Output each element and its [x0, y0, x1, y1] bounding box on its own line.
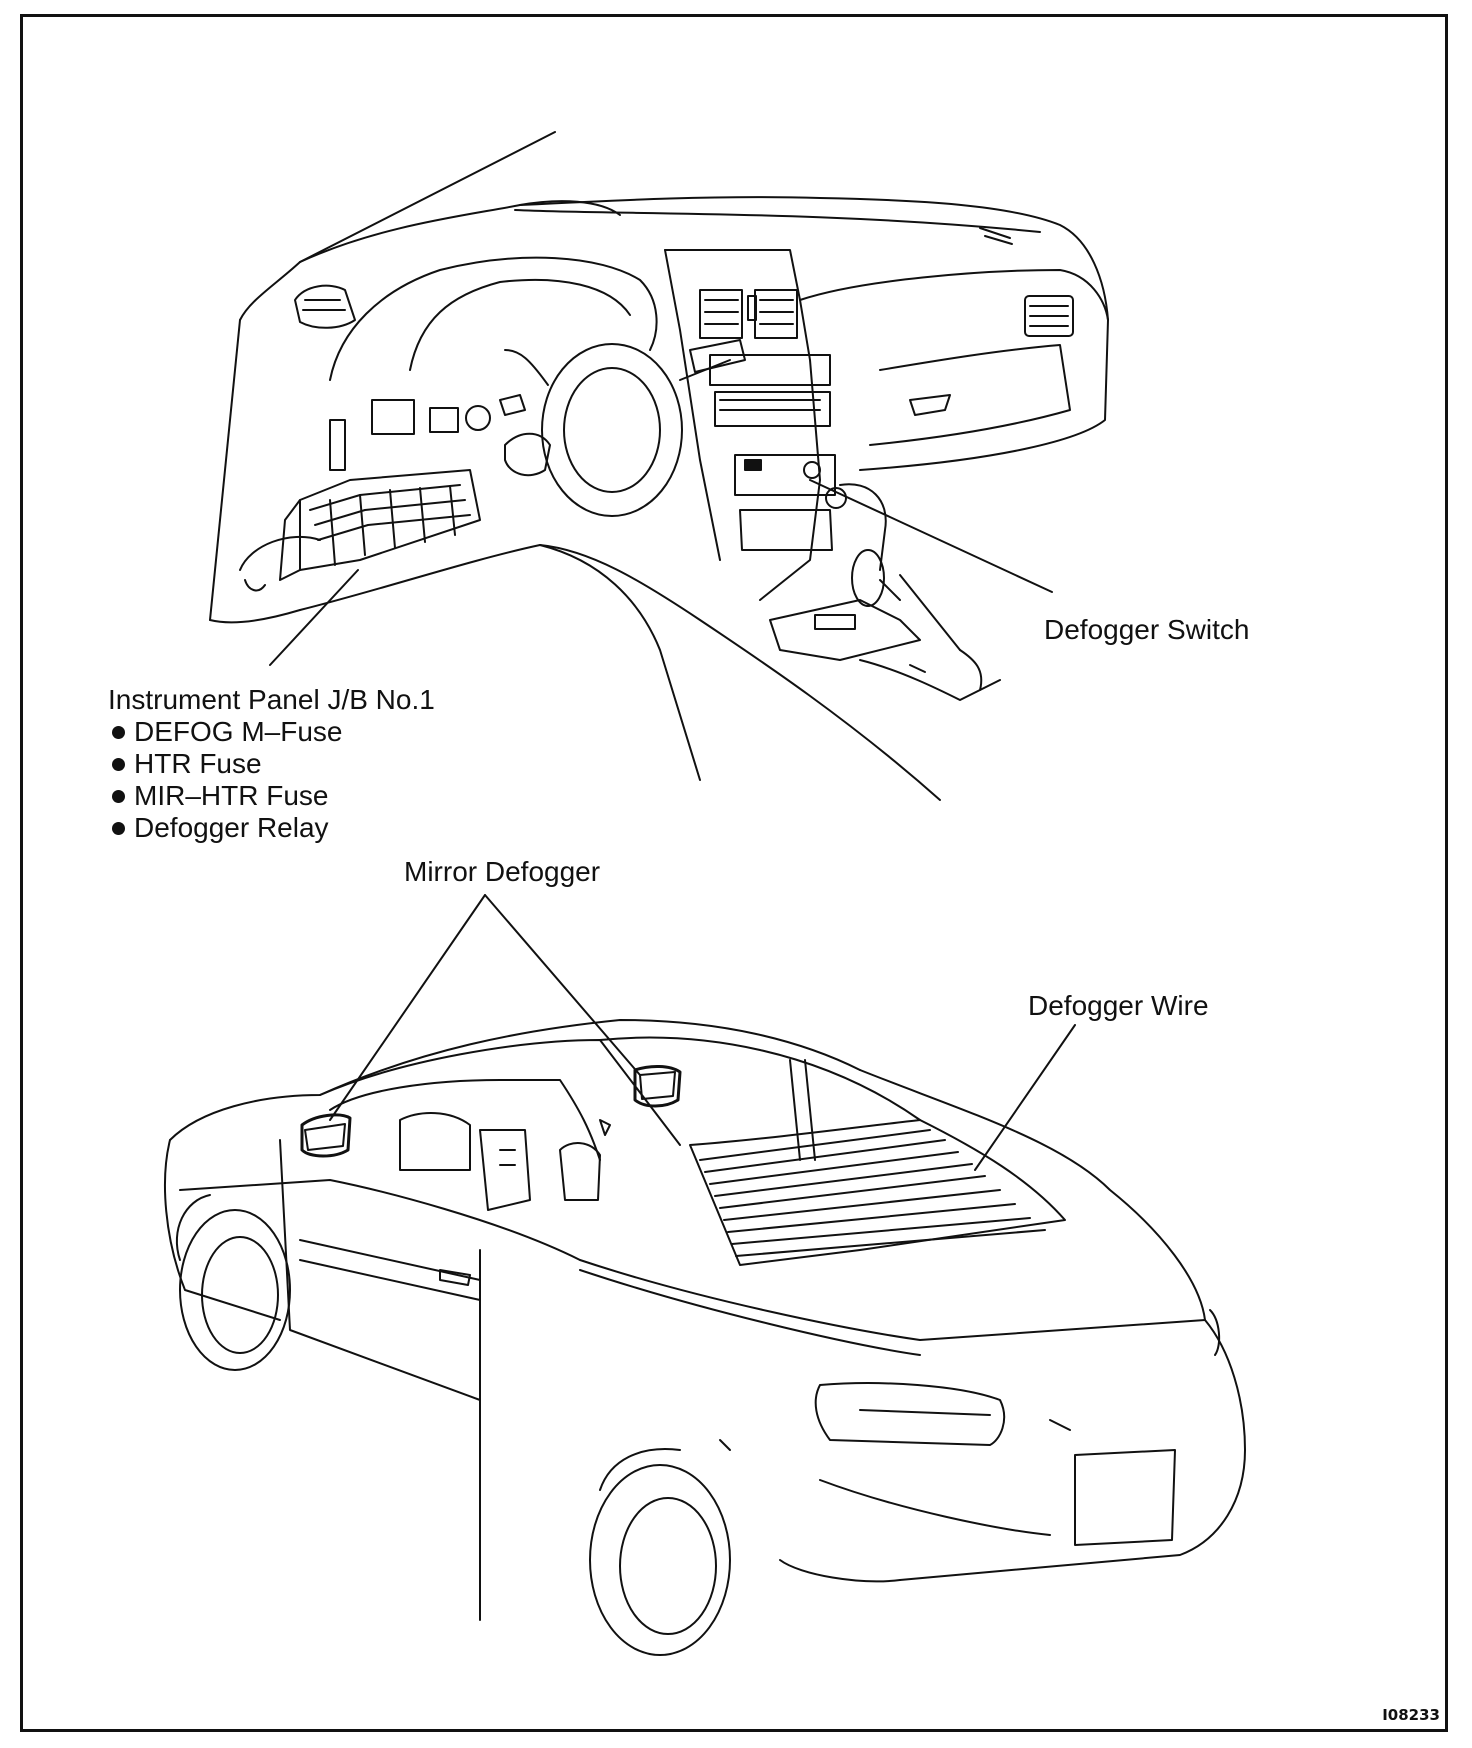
- mirror-leader-right: [484, 894, 641, 1076]
- jb-leader: [269, 569, 359, 666]
- mirror-defogger-label: Mirror Defogger: [404, 856, 601, 887]
- jb-item-label: Defogger Relay: [134, 812, 329, 843]
- defogger-wire-leader: [974, 1024, 1076, 1171]
- car-illustration: [164, 894, 1246, 1656]
- right-mirror-shape: [633, 1065, 682, 1108]
- jb-item-label: MIR–HTR Fuse: [134, 780, 329, 811]
- bullet-icon: [112, 757, 125, 771]
- bullet-icon: [112, 789, 125, 803]
- left-mirror-shape: [300, 1113, 352, 1158]
- defogger-switch-leader: [809, 479, 1053, 593]
- jb-item-label: HTR Fuse: [134, 748, 262, 779]
- mirror-leader-left: [329, 894, 486, 1121]
- jb-label-block: Instrument Panel J/B No.1 DEFOG M–Fuse H…: [108, 684, 435, 844]
- jb-item: Defogger Relay: [108, 812, 435, 844]
- jb-item: HTR Fuse: [108, 748, 435, 780]
- defogger-wire-label: Defogger Wire: [1028, 990, 1209, 1021]
- jb-title: Instrument Panel J/B No.1: [108, 684, 435, 715]
- diagram-frame: [20, 14, 1448, 1732]
- jb-item: MIR–HTR Fuse: [108, 780, 435, 812]
- jb-item: DEFOG M–Fuse: [108, 716, 435, 748]
- defogger-wire-lines: [699, 1129, 1046, 1257]
- instrument-panel-illustration: [209, 131, 1109, 801]
- figure-code: I08233: [1382, 1706, 1440, 1724]
- jb-item-list: DEFOG M–Fuse HTR Fuse MIR–HTR Fuse Defog…: [108, 716, 435, 844]
- jb-item-label: DEFOG M–Fuse: [134, 716, 343, 747]
- bullet-icon: [112, 821, 125, 835]
- defogger-switch-label: Defogger Switch: [1044, 614, 1250, 645]
- bullet-icon: [112, 725, 125, 739]
